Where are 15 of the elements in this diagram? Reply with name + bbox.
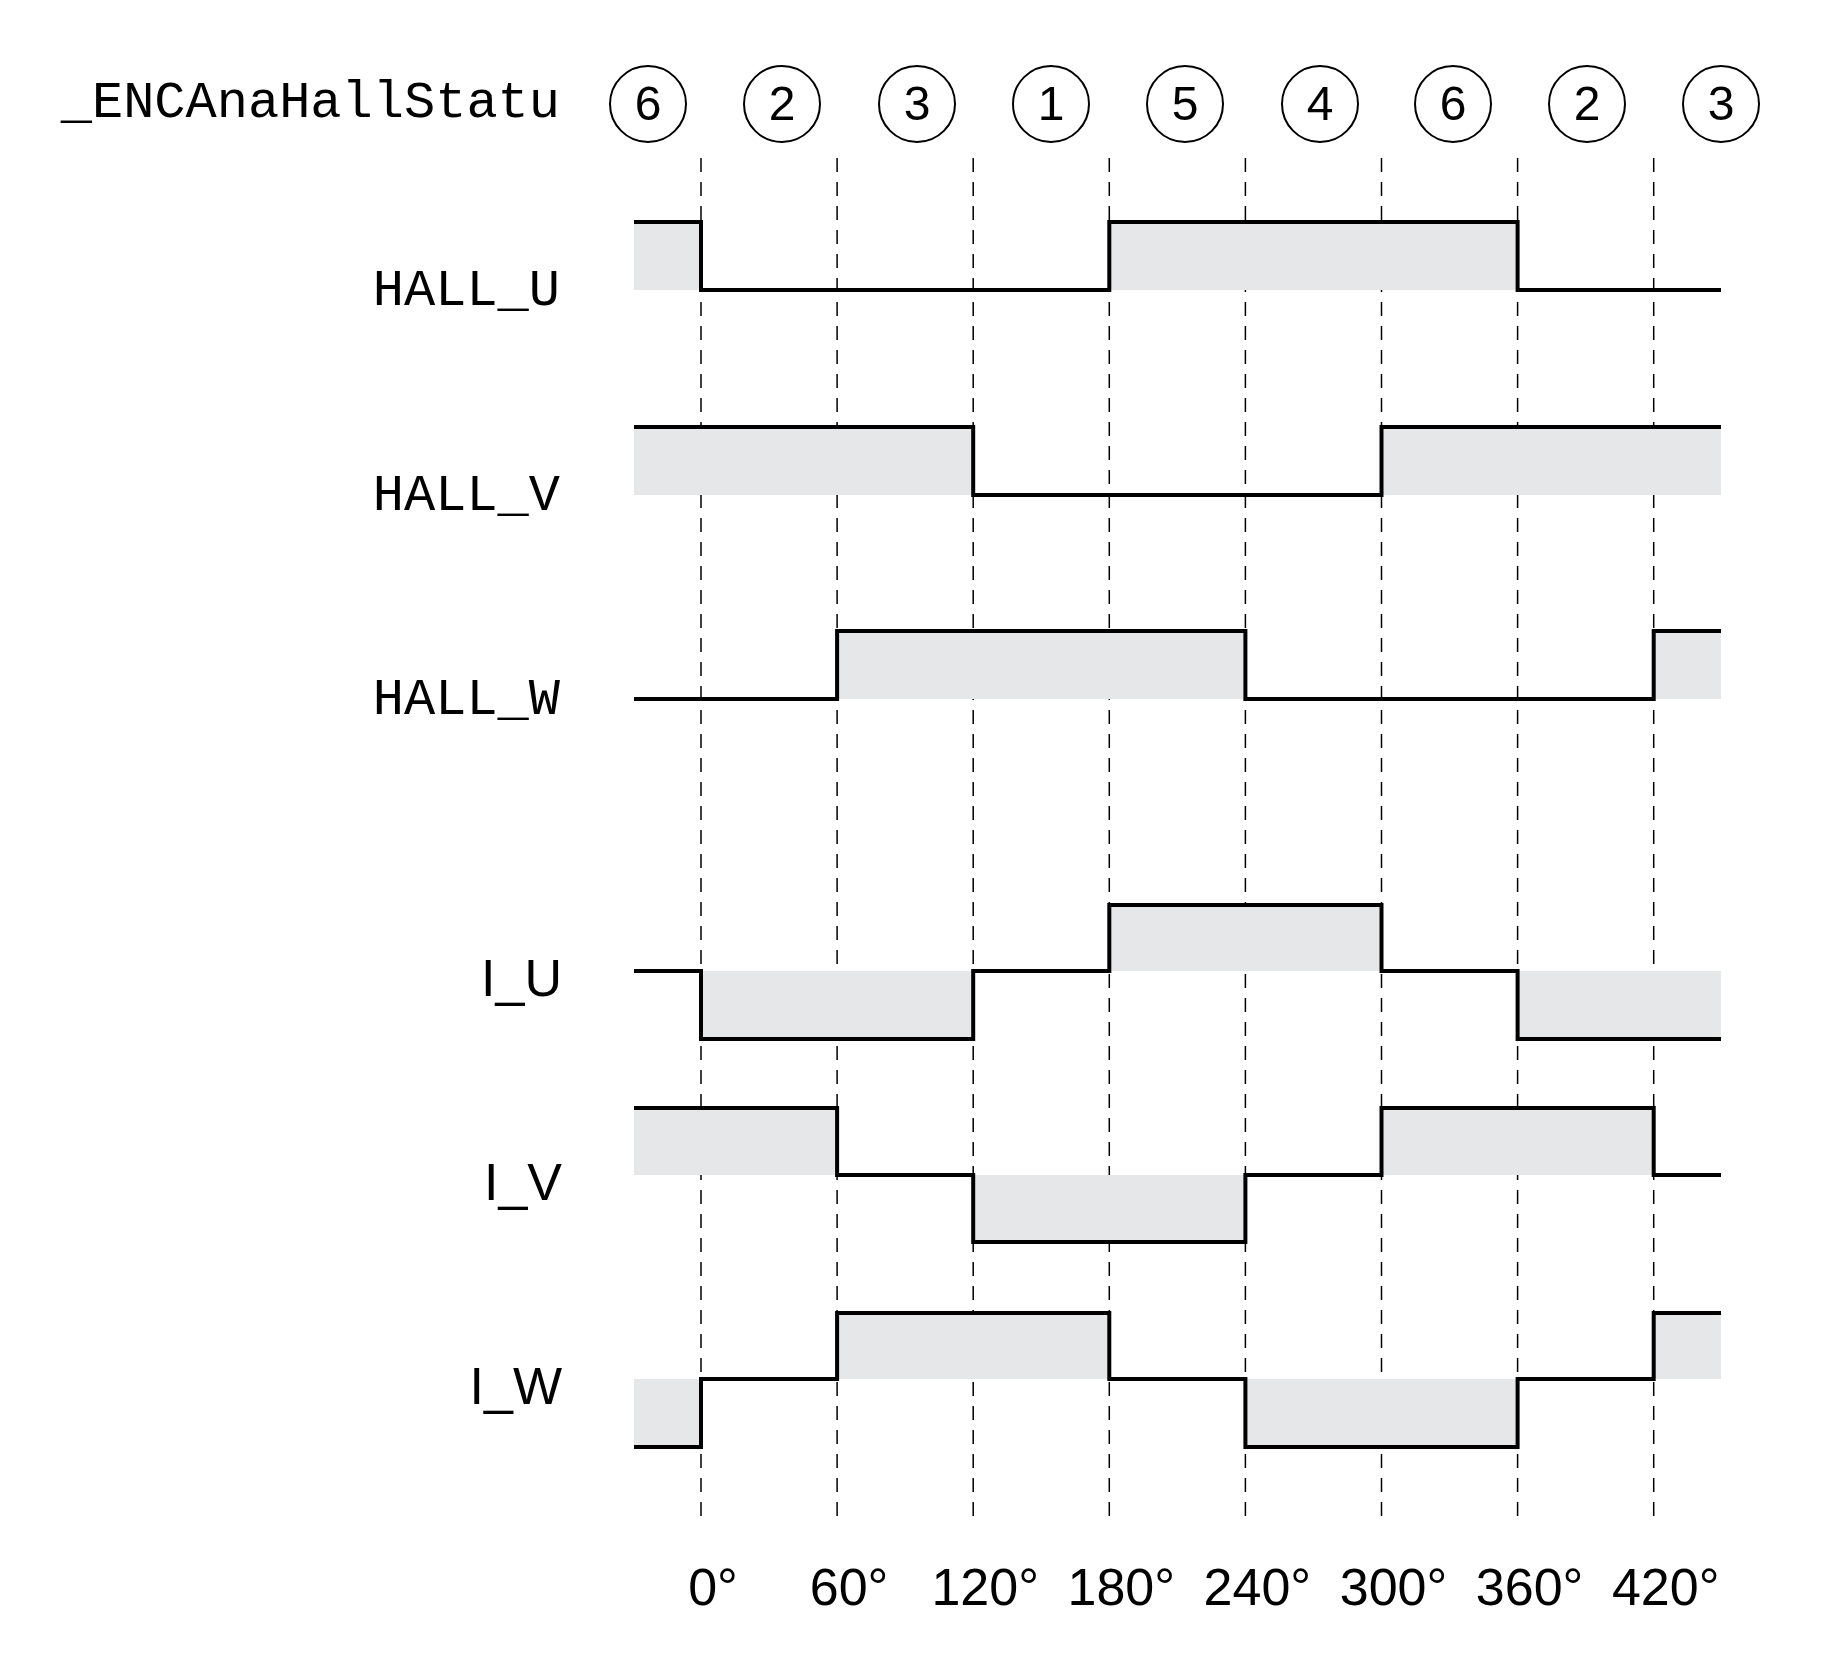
signal-name: HALL_U: [372, 266, 560, 318]
signal-name: HALL_W: [372, 675, 560, 727]
signal-name: I_V: [483, 1156, 562, 1208]
angle-label: 300°: [1339, 1561, 1448, 1613]
angle-label: 120°: [931, 1561, 1039, 1613]
signal-name: I_W: [469, 1360, 562, 1412]
signal-name: _ENCAnaHallStatu: [60, 78, 560, 130]
signal-name: HALL_V: [372, 471, 560, 523]
angle-label: 240°: [1203, 1561, 1312, 1613]
angle-label: 0°: [688, 1561, 738, 1613]
angle-label: 180°: [1067, 1561, 1176, 1613]
angle-label: 420°: [1611, 1561, 1720, 1613]
angle-label: 60°: [809, 1561, 889, 1613]
signal-name: I_U: [481, 952, 562, 1004]
angle-label: 360°: [1475, 1561, 1584, 1613]
